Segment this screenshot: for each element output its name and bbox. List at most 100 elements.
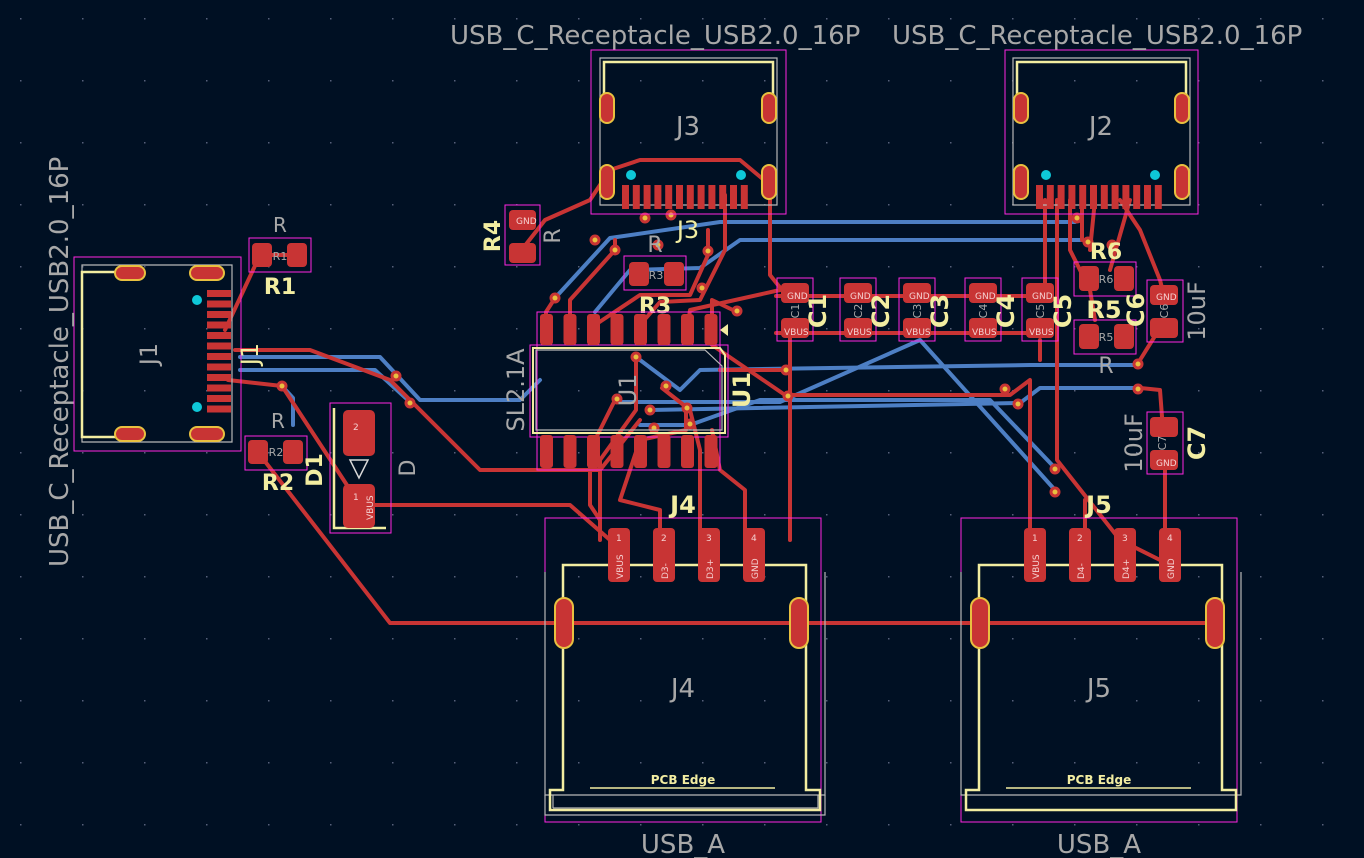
grid-dot (330, 452, 332, 454)
u1-silk-ref: U1 (728, 372, 756, 408)
cap-pad-vbus: VBUS (972, 328, 997, 338)
grid-dot (206, 80, 208, 82)
grid-dot (1012, 514, 1014, 516)
j1-fab-ref: J1 (135, 343, 163, 367)
cap-pad-vbus: VBUS (906, 328, 931, 338)
grid-dot (20, 18, 22, 20)
grid-dot (640, 638, 642, 640)
footprint-d1[interactable]: 2 1 VBUS D1 D (303, 402, 421, 534)
grid-dot (1074, 80, 1076, 82)
grid-dot (454, 514, 456, 516)
u1-pin (587, 314, 600, 345)
u1-pin (634, 314, 647, 345)
grid-dot (888, 142, 890, 144)
j2-value: USB_C_Receptacle_USB2.0_16P (892, 21, 1302, 51)
footprint-j1[interactable]: J1 J1 (73, 256, 264, 452)
grid-dot (950, 266, 952, 268)
c5-silk-ref: C5 (1049, 294, 1077, 328)
grid-dot (640, 80, 642, 82)
j5-value: USB_A (1057, 830, 1141, 858)
grid-dot (950, 204, 952, 206)
footprint-r6[interactable]: R6 R6 (1073, 240, 1137, 297)
grid-dot (516, 576, 518, 578)
grid-dot (1322, 576, 1324, 578)
grid-dot (1136, 18, 1138, 20)
usb-c-pin (207, 374, 231, 381)
footprint-r3[interactable]: R3 R R3 (623, 233, 687, 319)
grid-dot (950, 390, 952, 392)
usb-a-pin (1024, 528, 1046, 582)
c4-silk-ref: C4 (992, 294, 1020, 328)
c6-pad-gnd: GND (1156, 293, 1177, 303)
grid-dot (578, 142, 580, 144)
r5-fab-ref: R5 (1099, 331, 1114, 344)
footprint-c6[interactable]: GND C6 C6 10uF (1122, 279, 1211, 343)
grid-dot (1260, 390, 1262, 392)
u1-pin (704, 314, 718, 345)
grid-dot (206, 204, 208, 206)
grid-dot (392, 204, 394, 206)
grid-dot (144, 266, 146, 268)
grid-dot (1322, 452, 1324, 454)
footprint-r2[interactable]: R2 R R2 (244, 409, 308, 496)
footprint-r1[interactable]: R1 R R1 (248, 213, 312, 300)
grid-dot (640, 390, 642, 392)
grid-dot (888, 390, 890, 392)
grid-dot (826, 452, 828, 454)
grid-dot (20, 390, 22, 392)
grid-dot (144, 514, 146, 516)
usb-c-pin (697, 185, 705, 209)
j4-silk-ref: J4 (668, 491, 696, 519)
grid-dot (888, 18, 890, 20)
grid-dot (826, 266, 828, 268)
grid-dot (950, 514, 952, 516)
usb-c-pin (207, 395, 231, 402)
footprint-j2[interactable]: J2 (1004, 49, 1199, 215)
usb-c-pin (207, 363, 231, 371)
grid-dot (206, 576, 208, 578)
grid-dot (640, 142, 642, 144)
footprint-c7[interactable]: GND C7 C7 10uF (1120, 411, 1211, 475)
grid-dot (578, 576, 580, 578)
u1-pin (540, 314, 553, 345)
usb-a-pin-name: D3- (661, 563, 671, 579)
j4-value: USB_A (641, 830, 725, 858)
c7-fab-ref: C7 (1156, 436, 1169, 451)
grid-dot (764, 514, 766, 516)
grid-dot (640, 824, 642, 826)
grid-dot (144, 328, 146, 330)
grid-dot (826, 700, 828, 702)
footprint-u1[interactable]: U1 U1 SL2.1A (502, 311, 756, 471)
u1-pin (540, 435, 553, 468)
usb-c-pin (207, 405, 231, 413)
grid-dot (950, 824, 952, 826)
grid-dot (640, 762, 642, 764)
usb-c-pin (207, 353, 231, 360)
footprint-j3[interactable]: J3 J3 (590, 49, 787, 244)
grid-dot (702, 452, 704, 454)
grid-dot (888, 328, 890, 330)
grid (20, 18, 1324, 826)
grid-dot (1198, 142, 1200, 144)
grid-dot (206, 18, 208, 20)
j1-silk-ref: J1 (236, 343, 264, 367)
grid-dot (764, 390, 766, 392)
grid-dot (1136, 762, 1138, 764)
footprint-r5[interactable]: R5 R (1073, 319, 1137, 379)
grid-dot (20, 142, 22, 144)
grid-dot (888, 762, 890, 764)
footprint-r4[interactable]: GND R4 R (481, 204, 566, 266)
grid-dot (268, 204, 270, 206)
usb-a-pin-name: GND (1167, 558, 1177, 579)
grid-dot (268, 18, 270, 20)
usb-a-pin-number: 3 (706, 534, 712, 544)
